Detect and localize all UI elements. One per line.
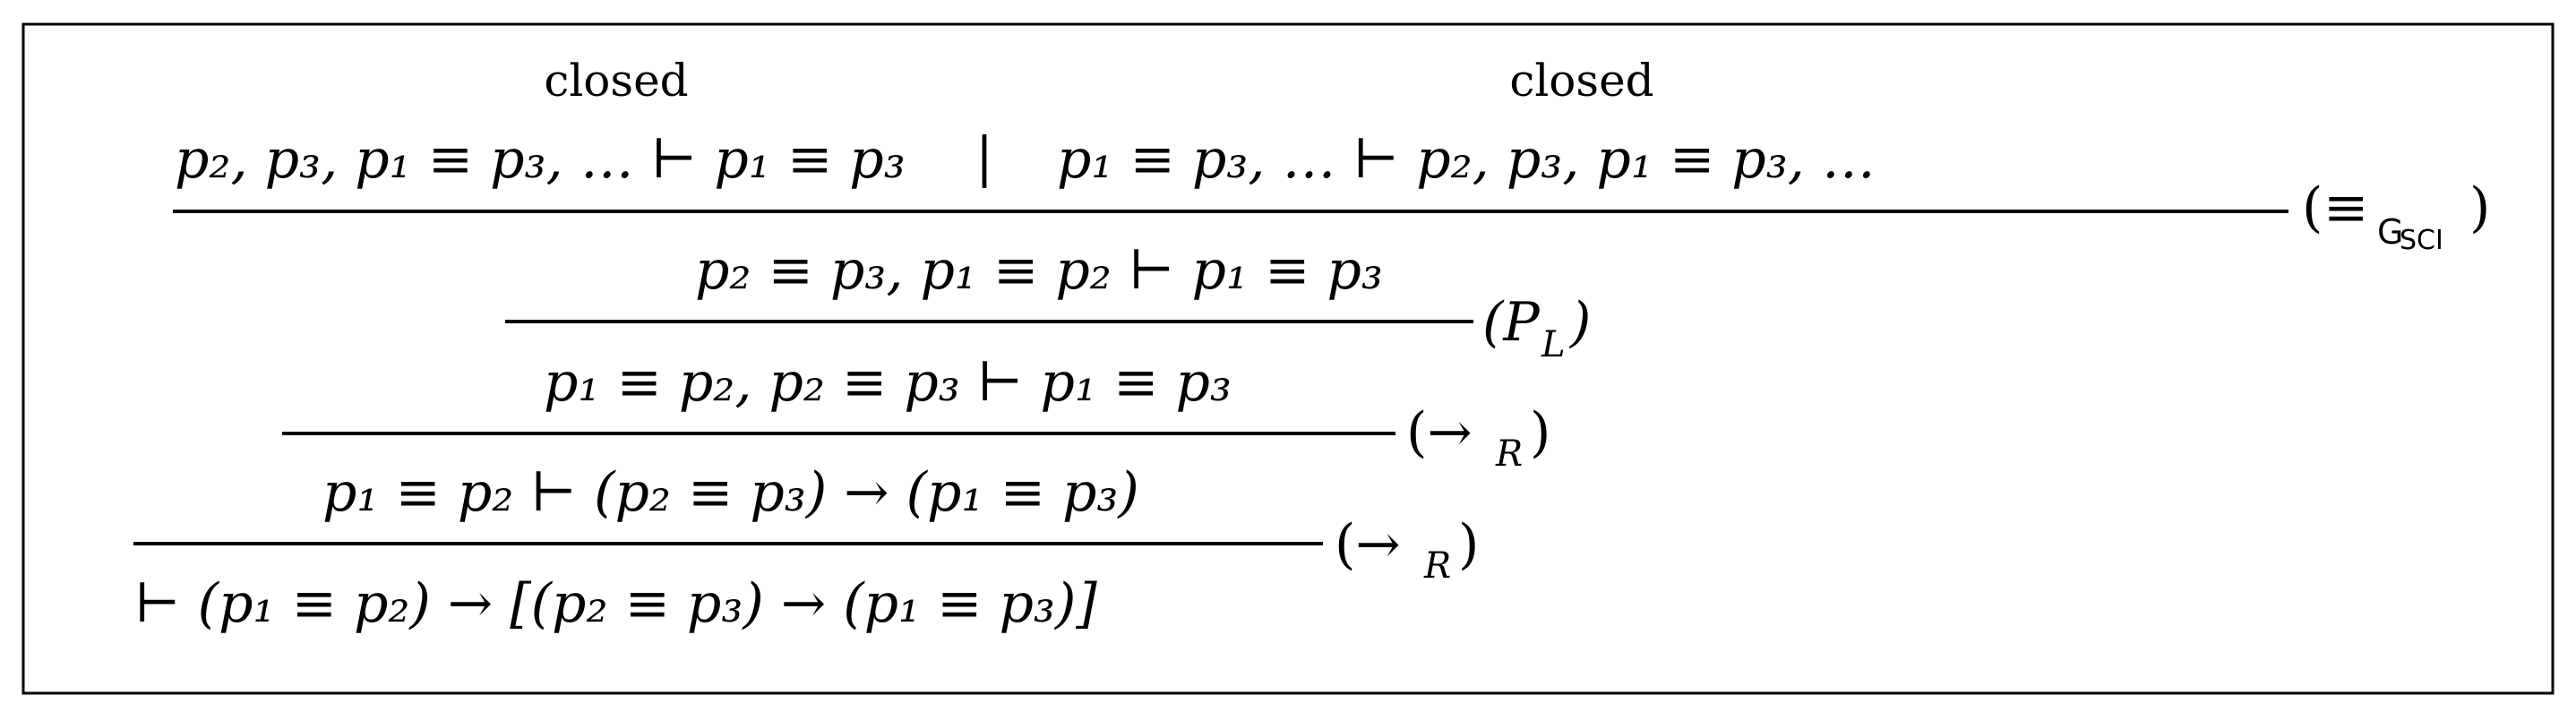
svg-text:(: ( xyxy=(2302,176,2323,239)
premise-left: p₂, p₃, p₁ ≡ p₃, … ⊢ p₁ ≡ p₃ xyxy=(175,128,906,191)
sequent-line-3: p₁ ≡ p₂, p₂ ≡ p₃ ⊢ p₁ ≡ p₃ xyxy=(544,351,1232,414)
sequent-line-2: p₂ ≡ p₃, p₁ ≡ p₂ ⊢ p₁ ≡ p₃ xyxy=(695,239,1383,302)
svg-text:G: G xyxy=(2377,212,2403,252)
rule-label-impl-r-lower: (→ R ) xyxy=(1335,513,1479,587)
svg-text:(→: (→ xyxy=(1335,513,1401,576)
sequent-line-4: p₁ ≡ p₂ ⊢ (p₂ ≡ p₃) → (p₁ ≡ p₃) xyxy=(322,461,1139,524)
closed-label-right: closed xyxy=(1509,55,1653,107)
svg-text:R: R xyxy=(1423,545,1451,587)
svg-text:): ) xyxy=(1568,291,1591,354)
svg-text:L: L xyxy=(1541,324,1566,365)
svg-text:(→: (→ xyxy=(1406,401,1473,464)
svg-text:R: R xyxy=(1495,433,1523,475)
premise-right: p₁ ≡ p₃, … ⊢ p₂, p₃, p₁ ≡ p₃, … xyxy=(1057,128,1876,191)
svg-text:(P: (P xyxy=(1482,291,1541,354)
rule-label-equiv-gsci: ( ≡ G SCI ) xyxy=(2302,176,2490,256)
svg-text:≡: ≡ xyxy=(2323,176,2368,239)
svg-text:): ) xyxy=(1530,401,1550,464)
svg-text:): ) xyxy=(1458,513,1479,576)
frame-border xyxy=(21,22,2555,695)
conclusion-sequent: ⊢ (p₁ ≡ p₂) → [(p₂ ≡ p₃) → (p₁ ≡ p₃)] xyxy=(134,572,1097,635)
rule-label-impl-r-upper: (→ R ) xyxy=(1406,401,1550,475)
svg-text:): ) xyxy=(2469,176,2490,239)
svg-text:SCI: SCI xyxy=(2400,225,2443,256)
rule-label-pl: (P L ) xyxy=(1482,291,1591,365)
closed-label-left: closed xyxy=(544,55,688,107)
premise-separator: | xyxy=(975,126,993,189)
